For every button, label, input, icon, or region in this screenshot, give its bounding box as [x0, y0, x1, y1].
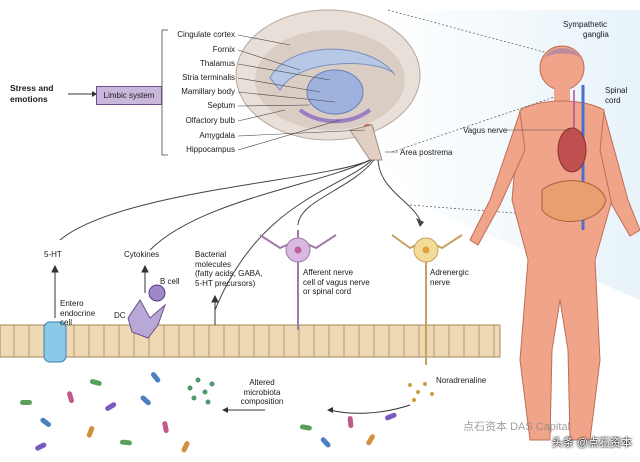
olfactory-bulb-label: Olfactory bulb [185, 116, 235, 125]
brain-leader-lines [237, 34, 398, 153]
cingulate-cortex-label: Cingulate cortex [177, 30, 235, 39]
bacterium [105, 402, 117, 411]
fornix-label: Fornix [212, 45, 235, 54]
bacterium [366, 434, 375, 446]
watermark-das-capital: 点石资本 DAS Capital [463, 421, 570, 433]
bacterium [299, 424, 312, 431]
bacterium [86, 426, 95, 438]
enteroendocrine-cell [43, 321, 67, 363]
bacterium [320, 437, 331, 448]
stria-terminalis-label: Stria terminalis [182, 73, 235, 82]
watermark-toutiao: 头条 @点石资本 [551, 437, 632, 449]
area-postrema-label: Area postrema [400, 148, 453, 157]
bacterium [119, 439, 132, 446]
mamillary-body-label: Mamillary body [181, 87, 235, 96]
limbic-system-box: Limbic system [96, 86, 162, 105]
bacterium [35, 442, 47, 451]
stomach [557, 127, 587, 173]
bacterium [20, 400, 32, 405]
bacterium [150, 372, 161, 383]
septum-label: Septum [207, 101, 235, 110]
b-cell-label: B cell [160, 277, 180, 286]
bacterium [67, 391, 74, 404]
bacterium [181, 441, 190, 453]
dendritic-cell [127, 299, 167, 339]
signal-arrows [51, 264, 219, 325]
vagus-nerve-label: Vagus nerve [463, 126, 508, 135]
bacterium [385, 412, 397, 421]
noradrenaline-dots [408, 382, 434, 402]
bacterium [162, 421, 169, 434]
b-cell [148, 284, 166, 302]
afferent-neuron [259, 230, 337, 330]
intestinal-epithelium [0, 321, 501, 363]
bacterium [40, 417, 51, 428]
noradrenaline-label: Noradrenaline [436, 376, 487, 385]
bacterium [89, 379, 102, 386]
bacterial-molecules [187, 377, 215, 405]
bacterium [347, 416, 354, 429]
adrenergic-neuron [391, 234, 463, 365]
intestines [541, 180, 607, 222]
cytokines-label: Cytokines [124, 250, 160, 259]
hippocampus-label: Hippocampus [186, 145, 235, 154]
serotonin-label: 5-HT [44, 250, 62, 259]
amygdala-label: Amygdala [199, 131, 235, 140]
human-body-illustration [469, 45, 640, 441]
bacterium [140, 395, 151, 406]
gut-microbiota [20, 372, 397, 453]
thalamus-label: Thalamus [199, 59, 235, 68]
dc-label: DC [114, 311, 126, 320]
